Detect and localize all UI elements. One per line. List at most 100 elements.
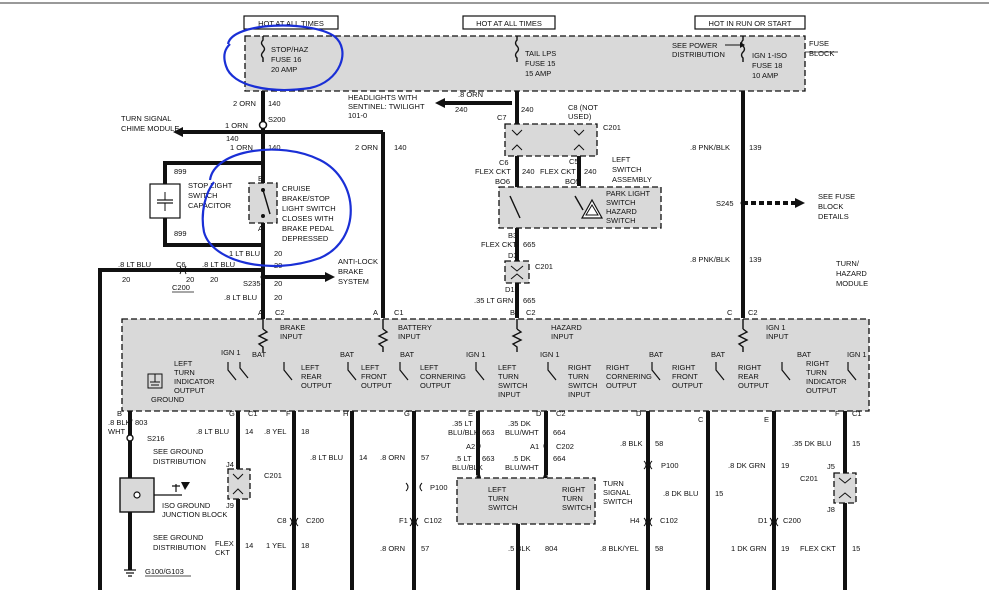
svg-text:LEFT: LEFT bbox=[488, 485, 507, 494]
svg-text:LEFT: LEFT bbox=[612, 155, 631, 164]
svg-text:C201: C201 bbox=[603, 123, 621, 132]
svg-text:.5 DK: .5 DK bbox=[512, 454, 531, 463]
bottom-col-g-c1: G C1 .8 LT BLU 14 J4 C201 J9 FLEX CKT 14 bbox=[196, 409, 282, 557]
bottom-wires bbox=[128, 411, 847, 590]
svg-text:LEFT: LEFT bbox=[301, 363, 320, 372]
svg-text:BLU/BLK: BLU/BLK bbox=[448, 428, 479, 437]
svg-text:CRUISE: CRUISE bbox=[282, 184, 310, 193]
svg-text:FUSE 15: FUSE 15 bbox=[525, 59, 555, 68]
stop-light-capacitor: 899 899 STOP LIGHT SWITCH CAPACITOR bbox=[149, 161, 263, 247]
svg-text:C200: C200 bbox=[306, 516, 324, 525]
svg-text:14: 14 bbox=[245, 541, 253, 550]
headlights-branch: HEADLIGHTS WITH SENTINEL: TWILIGHT 101-0… bbox=[348, 90, 534, 120]
svg-text:A: A bbox=[258, 308, 263, 317]
bottom-col-h: H .8 LT BLU 14 bbox=[310, 409, 367, 462]
svg-text:HOT AT ALL TIMES: HOT AT ALL TIMES bbox=[258, 19, 324, 28]
svg-text:C1: C1 bbox=[248, 409, 258, 418]
svg-text:WHT: WHT bbox=[108, 427, 125, 436]
svg-text:SWITCH: SWITCH bbox=[568, 381, 598, 390]
svg-text:IGN 1: IGN 1 bbox=[221, 348, 241, 357]
svg-text:.8 LT BLU: .8 LT BLU bbox=[310, 453, 343, 462]
svg-text:OUTPUT: OUTPUT bbox=[301, 381, 332, 390]
svg-text:F: F bbox=[835, 409, 840, 418]
svg-text:C6: C6 bbox=[499, 158, 509, 167]
svg-text:BLU/BLK: BLU/BLK bbox=[452, 463, 483, 472]
svg-text:TAIL LPS: TAIL LPS bbox=[525, 49, 556, 58]
svg-text:OUTPUT: OUTPUT bbox=[738, 381, 769, 390]
svg-text:C7: C7 bbox=[497, 113, 507, 122]
svg-text:INPUT: INPUT bbox=[498, 390, 521, 399]
svg-text:CORNERING: CORNERING bbox=[420, 372, 466, 381]
svg-text:.8 LT BLU: .8 LT BLU bbox=[196, 427, 229, 436]
svg-text:P100: P100 bbox=[430, 483, 448, 492]
svg-text:OUTPUT: OUTPUT bbox=[806, 386, 837, 395]
svg-text:SWITCH: SWITCH bbox=[606, 216, 636, 225]
svg-text:D10: D10 bbox=[505, 285, 519, 294]
svg-text:.8 ORN: .8 ORN bbox=[380, 544, 405, 553]
turn-hazard-module: BRAKE INPUT BATTERY INPUT HAZARD INPUT I… bbox=[121, 318, 870, 412]
svg-text:FUSE: FUSE bbox=[809, 39, 829, 48]
svg-text:BLOCK: BLOCK bbox=[818, 202, 843, 211]
svg-text:BAT: BAT bbox=[340, 350, 354, 359]
svg-text:INPUT: INPUT bbox=[568, 390, 591, 399]
svg-text:INPUT: INPUT bbox=[398, 332, 421, 341]
svg-text:C201: C201 bbox=[264, 471, 282, 480]
svg-text:S235: S235 bbox=[243, 279, 261, 288]
svg-text:2 ORN: 2 ORN bbox=[233, 99, 256, 108]
bottom-col-f2: F C1 .35 DK BLU 15 J5 C201 J8 FLEX CKT 1… bbox=[792, 409, 862, 553]
svg-text:C201: C201 bbox=[535, 262, 553, 271]
svg-text:HOT IN RUN OR START: HOT IN RUN OR START bbox=[709, 19, 792, 28]
svg-text:240: 240 bbox=[584, 167, 597, 176]
svg-text:FRONT: FRONT bbox=[361, 372, 387, 381]
svg-text:FRONT: FRONT bbox=[672, 372, 698, 381]
svg-text:CORNERING: CORNERING bbox=[606, 372, 652, 381]
svg-text:A2: A2 bbox=[466, 442, 475, 451]
svg-text:HAZARD: HAZARD bbox=[836, 269, 867, 278]
svg-text:.35 DK: .35 DK bbox=[508, 419, 531, 428]
cruise-brake-switch: B A CRUISE BRAKE/STOP LIGHT SWITCH CLOSE… bbox=[248, 174, 336, 243]
svg-text:1 YEL: 1 YEL bbox=[266, 541, 286, 550]
svg-text:ASSEMBLY: ASSEMBLY bbox=[612, 175, 652, 184]
svg-text:.35 DK BLU: .35 DK BLU bbox=[792, 439, 832, 448]
svg-text:RIGHT: RIGHT bbox=[738, 363, 762, 372]
svg-text:.8 DK GRN: .8 DK GRN bbox=[728, 461, 766, 470]
svg-text:15: 15 bbox=[852, 439, 860, 448]
svg-text:140: 140 bbox=[226, 134, 239, 143]
svg-text:F: F bbox=[286, 409, 291, 418]
svg-text:RIGHT: RIGHT bbox=[672, 363, 696, 372]
svg-text:SWITCH: SWITCH bbox=[488, 503, 518, 512]
svg-text:BO5: BO5 bbox=[565, 177, 580, 186]
header-hot-in-run: HOT IN RUN OR START bbox=[694, 15, 806, 30]
brake-signal-wires: 1 LT BLU 20 .8 LT BLU 20 C6 C200 .8 LT B… bbox=[98, 249, 404, 590]
svg-text:IGN 1: IGN 1 bbox=[466, 350, 486, 359]
bottom-col-g2: G .8 ORN 57 P100 F1 C102 .8 ORN 57 bbox=[380, 409, 448, 553]
svg-text:J5: J5 bbox=[827, 462, 835, 471]
svg-text:E: E bbox=[764, 415, 769, 424]
svg-text:C: C bbox=[727, 308, 733, 317]
svg-text:140: 140 bbox=[394, 143, 407, 152]
svg-text:OUTPUT: OUTPUT bbox=[361, 381, 392, 390]
svg-text:BLU/WHT: BLU/WHT bbox=[505, 428, 539, 437]
svg-text:.8 YEL: .8 YEL bbox=[264, 427, 286, 436]
svg-text:RIGHT: RIGHT bbox=[806, 359, 830, 368]
svg-text:C5: C5 bbox=[569, 157, 579, 166]
svg-text:BATTERY: BATTERY bbox=[398, 323, 432, 332]
svg-text:J8: J8 bbox=[827, 505, 835, 514]
svg-text:BRAKE: BRAKE bbox=[338, 267, 363, 276]
svg-text:BRAKE/STOP: BRAKE/STOP bbox=[282, 194, 330, 203]
svg-text:OUTPUT: OUTPUT bbox=[672, 381, 703, 390]
svg-text:IGN 1: IGN 1 bbox=[847, 350, 867, 359]
svg-text:BLOCK: BLOCK bbox=[809, 49, 834, 58]
svg-text:663: 663 bbox=[482, 428, 495, 437]
svg-text:240: 240 bbox=[522, 167, 535, 176]
svg-text:LIGHT SWITCH: LIGHT SWITCH bbox=[282, 204, 336, 213]
svg-text:663: 663 bbox=[482, 454, 495, 463]
svg-text:BRAKE PEDAL: BRAKE PEDAL bbox=[282, 224, 334, 233]
fuse-16: STOP/HAZ FUSE 16 20 AMP bbox=[260, 36, 309, 74]
svg-text:SEE POWER: SEE POWER bbox=[672, 41, 718, 50]
svg-text:240: 240 bbox=[521, 105, 534, 114]
svg-text:INPUT: INPUT bbox=[551, 332, 574, 341]
svg-text:A: A bbox=[258, 224, 263, 233]
svg-text:TURN: TURN bbox=[568, 372, 589, 381]
svg-text:C201: C201 bbox=[800, 474, 818, 483]
